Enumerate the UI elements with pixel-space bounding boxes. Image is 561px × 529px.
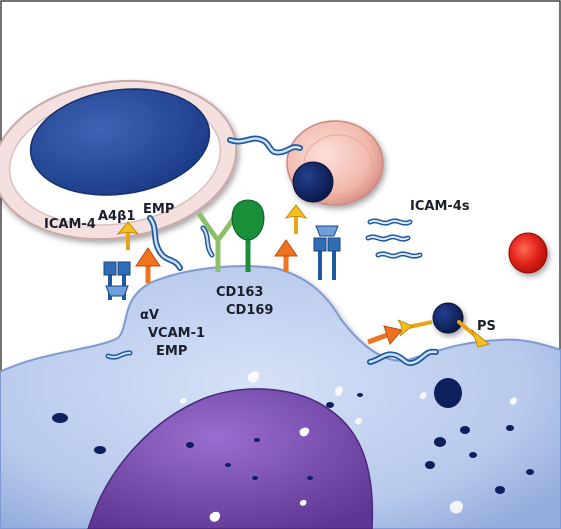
label-icam4: ICAM-4 — [44, 217, 96, 232]
icam4s-fragment — [367, 218, 413, 226]
label-alpha-v: αV — [140, 308, 159, 323]
ps-arrow-icon — [470, 328, 491, 348]
icam4s-fragment — [365, 234, 411, 242]
label-a4b1: A4β1 — [98, 209, 135, 224]
extruding-erythroblast — [286, 120, 384, 206]
label-group-erythroblast: ICAM-4 A4β1 EMP — [44, 202, 174, 232]
yellow-receptor-left — [116, 221, 140, 250]
label-group-scavenger: CD163 CD169 — [216, 285, 273, 318]
nucleus-spots — [209, 427, 310, 522]
connector-squiggles — [105, 135, 439, 367]
pyrenocyte — [432, 302, 464, 334]
integrin-receptor-right — [313, 225, 341, 280]
label-cd169: CD169 — [226, 303, 273, 318]
erythroblast-cell — [0, 79, 238, 241]
orange-receptor-middle — [274, 239, 298, 272]
macrophage-nucleus — [87, 388, 374, 529]
soluble-icam4-fragments — [365, 218, 423, 259]
label-group-macrophage: αV VCAM-1 EMP — [140, 308, 205, 359]
nucleus-dark-spots — [186, 438, 313, 480]
integrin-receptor-left — [103, 261, 131, 300]
dark-green-receptor — [231, 199, 265, 272]
label-ps: PS — [477, 319, 496, 334]
macrophage-vesicles-light — [179, 371, 517, 514]
label-icam4s: ICAM-4s — [410, 199, 470, 214]
red-blood-cell — [508, 232, 548, 274]
icam4s-fragment — [375, 251, 423, 259]
label-emp-erythroblast: EMP — [143, 202, 174, 217]
label-cd163: CD163 — [216, 285, 263, 300]
ps-receptor-complex — [367, 319, 433, 345]
yellow-receptor-middle — [284, 204, 308, 234]
macrophage-cell — [0, 265, 561, 529]
label-emp-macrophage: EMP — [156, 344, 187, 359]
orange-receptor-left — [135, 247, 161, 283]
label-vcam1: VCAM-1 — [148, 326, 205, 341]
